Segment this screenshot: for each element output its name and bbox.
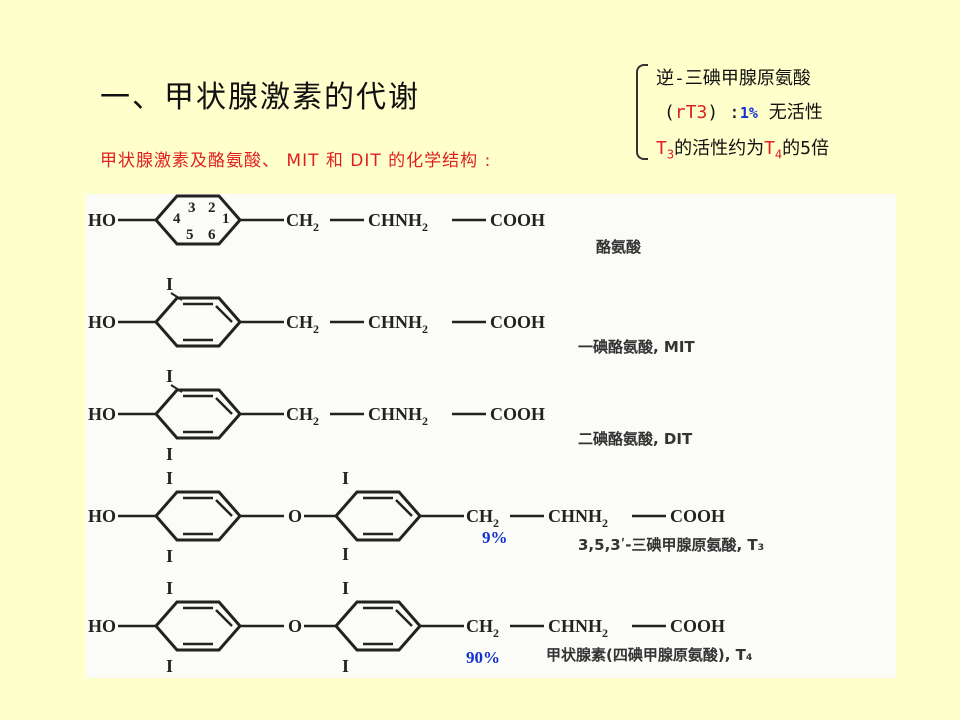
t4-label: T4 (764, 138, 783, 162)
tyrosine-chain-cooh: COOH (490, 210, 545, 230)
t3-iodine: I (342, 544, 349, 564)
tyrosine-chain-chnh2: CHNH2 (368, 210, 428, 234)
ho-group: HO (88, 210, 116, 230)
ho-group: HO (88, 506, 116, 526)
ether-oxygen: O (288, 616, 302, 636)
paren-close: ) : (707, 102, 740, 123)
page-subtitle: 甲状腺激素及酪氨酸、 MIT 和 DIT 的化学结构 : (100, 151, 492, 171)
t3-chain-chnh2: CHNH2 (548, 506, 608, 530)
t3-chain-ch2: CH2 (466, 506, 499, 530)
left-brace (636, 64, 648, 160)
dit-iodine: I (166, 366, 173, 386)
t3-ring-inner-double-bond (215, 499, 233, 517)
t4-iodine: I (166, 578, 173, 598)
mit-iodine: I (166, 274, 173, 294)
ho-group: HO (88, 312, 116, 332)
paren-open: ( (664, 102, 675, 123)
ring-position-number: 3 (188, 200, 196, 216)
t4-iodine: I (166, 656, 173, 676)
rt3-label: rT3 (674, 102, 708, 123)
dit-iodine: I (166, 444, 173, 464)
mit-ring-double-bond (215, 305, 233, 323)
dit-chain-cooh: COOH (490, 404, 545, 424)
note-line-t3-activity: T3的活性约为T4的5倍 (656, 134, 829, 162)
caption-dit: 二碘酪氨酸, DIT (578, 430, 693, 448)
t3-iodine: I (166, 468, 173, 488)
t3-iodine: I (342, 468, 349, 488)
mit-chain-chnh2: CHNH2 (368, 312, 428, 336)
t4-chain-ch2: CH2 (466, 616, 499, 640)
ether-oxygen: O (288, 506, 302, 526)
ring-position-number: 1 (222, 211, 230, 227)
metabolism-note: 逆-三碘甲腺原氨酸 (rT3) :1% 无活性 T3的活性约为T4的5倍 (636, 58, 936, 162)
ho-group: HO (88, 616, 116, 636)
note-line-rt3-name: 逆-三碘甲腺原氨酸 (656, 68, 811, 89)
mit-chain-cooh: COOH (490, 312, 545, 332)
caption-mit: 一碘酪氨酸, MIT (578, 338, 695, 356)
t3-chain-cooh: COOH (670, 506, 725, 526)
dit-ring-double-bond (215, 397, 233, 415)
mit-chain-ch2: CH2 (286, 312, 319, 336)
ring-position-number: 2 (208, 200, 216, 216)
caption-tyrosine: 酪氨酸 (596, 238, 642, 256)
t3-percent: 9% (482, 528, 508, 547)
dit-chain-ch2: CH2 (286, 404, 319, 428)
t4-iodine: I (342, 656, 349, 676)
t4-chain-cooh: COOH (670, 616, 725, 636)
rt3-inactive: 无活性 (757, 102, 823, 123)
rt3-percent: 1% (739, 104, 758, 122)
ho-group: HO (88, 404, 116, 424)
tyrosine-chain-ch2: CH2 (286, 210, 319, 234)
t4-multiple: 的5倍 (782, 138, 829, 159)
t4-percent: 90% (466, 648, 500, 667)
page-title: 一、甲状腺激素的代谢 (100, 80, 420, 115)
t4-iodine: I (342, 578, 349, 598)
t3-iodine: I (166, 546, 173, 566)
ring-position-number: 4 (173, 211, 181, 227)
t4-chain-chnh2: CHNH2 (548, 616, 608, 640)
note-line-rt3-activity: (rT3) :1% 无活性 (664, 98, 823, 124)
t3-ring-outer-double-bond (395, 499, 413, 517)
t4-ring-outer-double-bond (395, 609, 413, 627)
ring-position-number: 6 (208, 227, 216, 243)
caption-t4: 甲状腺素(四碘甲腺原氨酸), T₄ (546, 646, 752, 664)
t3-activity-text: 的活性约为 (674, 138, 765, 159)
t4-ring-inner-double-bond (215, 609, 233, 627)
t3-label: T3 (656, 138, 675, 162)
dit-chain-chnh2: CHNH2 (368, 404, 428, 428)
caption-t3: 3,5,3ʹ-三碘甲腺原氨酸, T₃ (578, 536, 764, 554)
ring-position-number: 5 (186, 227, 194, 243)
